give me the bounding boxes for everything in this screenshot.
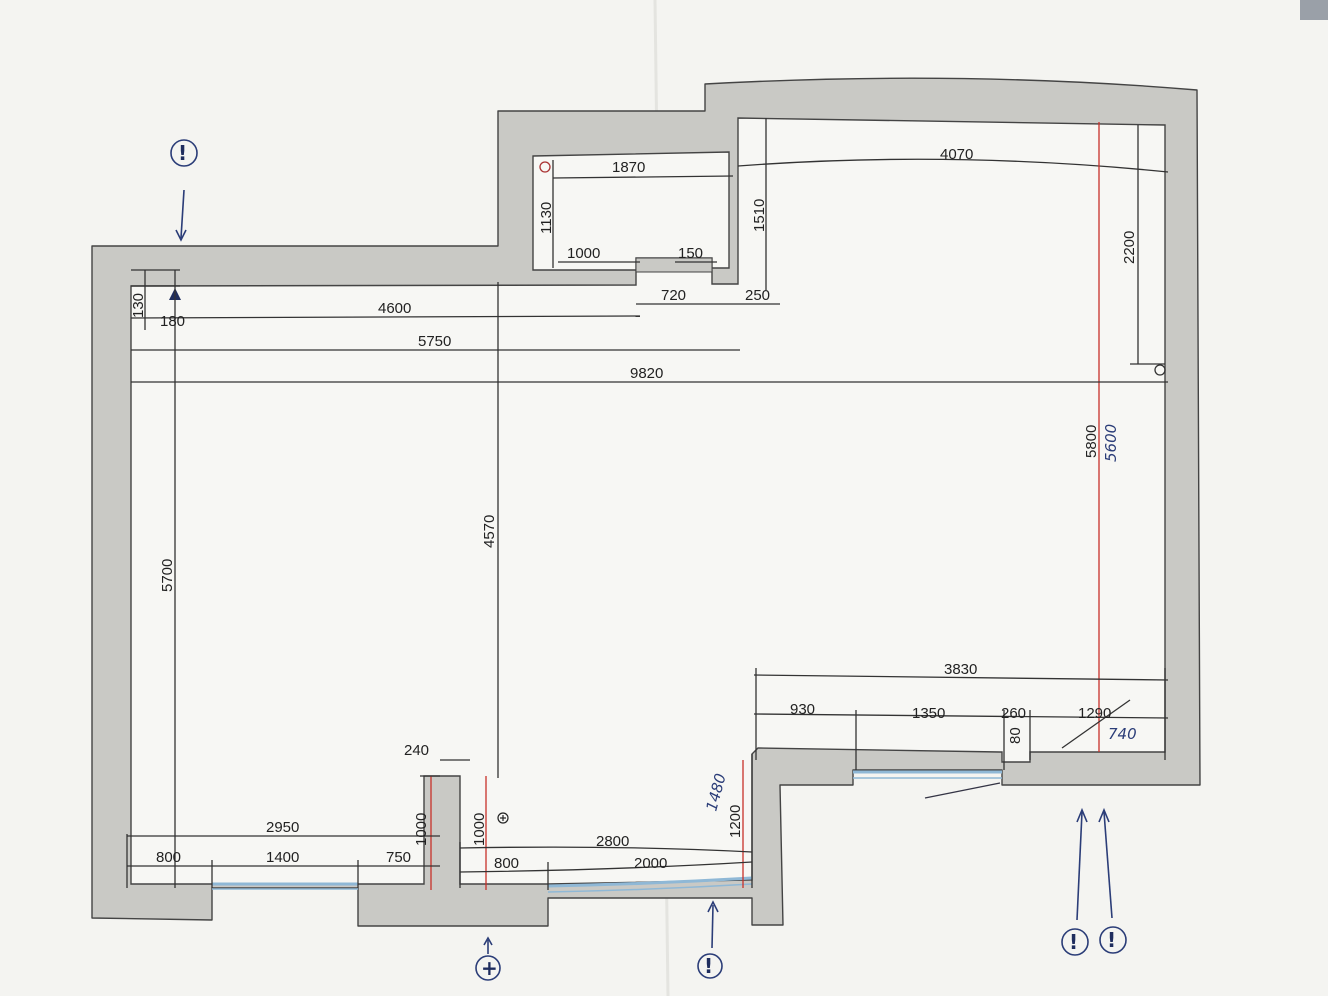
warning-marker-top-left: ! bbox=[170, 139, 198, 242]
dim-4570: 4570 bbox=[481, 515, 498, 548]
dim-260: 260 bbox=[1001, 705, 1026, 722]
dim-2800: 2800 bbox=[596, 833, 629, 850]
dim-4600: 4600 bbox=[378, 300, 411, 317]
dim-1200: 1200 bbox=[727, 805, 744, 838]
dim-800-left: 800 bbox=[156, 849, 181, 866]
dim-80: 80 bbox=[1007, 727, 1024, 744]
dim-1870: 1870 bbox=[612, 159, 645, 176]
window-right bbox=[853, 770, 1002, 779]
small-plus-symbol bbox=[497, 812, 509, 824]
dim-2200: 2200 bbox=[1121, 231, 1138, 264]
dim-250: 250 bbox=[745, 287, 770, 304]
dim-1350: 1350 bbox=[912, 705, 945, 722]
dim-1130: 1130 bbox=[538, 202, 555, 234]
dimension-labels: 1870 4070 1130 1510 2200 1000 150 720 25… bbox=[130, 146, 1138, 872]
svg-text:!: ! bbox=[1069, 930, 1078, 954]
svg-text:!: ! bbox=[178, 141, 187, 165]
dim-1510: 1510 bbox=[751, 199, 768, 232]
dim-1400: 1400 bbox=[266, 849, 299, 866]
dim-5700: 5700 bbox=[159, 559, 176, 592]
dim-1000-left: 1000 bbox=[413, 813, 430, 846]
dim-1000-top: 1000 bbox=[567, 245, 600, 262]
dim-930: 930 bbox=[790, 701, 815, 718]
dim-5750: 5750 bbox=[418, 333, 451, 350]
riser-circle-right bbox=[1154, 364, 1166, 376]
dim-150: 150 bbox=[678, 245, 703, 262]
door-swing bbox=[924, 782, 1001, 799]
warning-marker-bottom-right-2: ! bbox=[1098, 807, 1127, 954]
dim-240: 240 bbox=[404, 742, 429, 759]
dim-9820: 9820 bbox=[630, 365, 663, 382]
dim-5800: 5800 bbox=[1083, 425, 1100, 458]
window-bottom-left bbox=[212, 882, 358, 890]
dim-3830: 3830 bbox=[944, 661, 977, 678]
warning-marker-bottom-middle: ! bbox=[697, 900, 723, 979]
dim-2950: 2950 bbox=[266, 819, 299, 836]
svg-text:+: + bbox=[481, 956, 498, 980]
dim-1290: 1290 bbox=[1078, 705, 1111, 722]
dim-750: 750 bbox=[386, 849, 411, 866]
dim-4070: 4070 bbox=[940, 146, 973, 163]
riser-circle-bath bbox=[539, 161, 551, 173]
dim-2000: 2000 bbox=[634, 855, 667, 872]
dim-130: 130 bbox=[130, 293, 147, 318]
dim-180: 180 bbox=[160, 313, 185, 330]
window-bottom-middle bbox=[547, 876, 753, 893]
warning-marker-bottom-right-1: ! bbox=[1061, 807, 1089, 956]
dim-800-right: 800 bbox=[494, 855, 519, 872]
dim-720: 720 bbox=[661, 287, 686, 304]
dim-1000-right: 1000 bbox=[471, 813, 488, 846]
dimension-lines bbox=[126, 118, 1169, 890]
plus-marker-bottom: + bbox=[475, 936, 501, 981]
svg-text:!: ! bbox=[704, 954, 713, 978]
handwritten-5600: 5600 bbox=[1102, 424, 1120, 462]
svg-text:!: ! bbox=[1107, 928, 1116, 952]
paper-corner-shadow bbox=[1300, 0, 1328, 20]
handwritten-740: 740 bbox=[1108, 725, 1137, 743]
